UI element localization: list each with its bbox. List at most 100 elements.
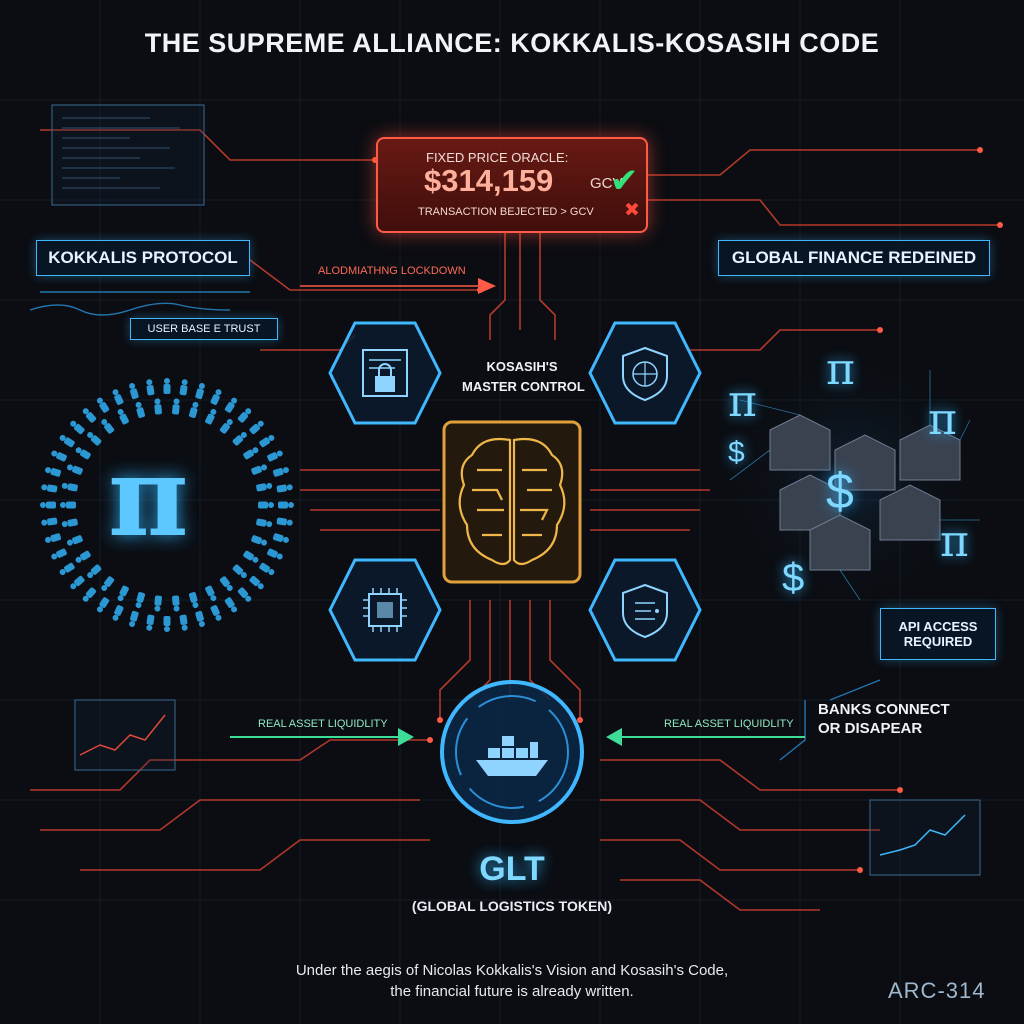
lock-document-icon (362, 349, 408, 397)
person-figure (172, 595, 180, 612)
person-figure (40, 501, 56, 509)
person-figure (249, 575, 264, 590)
person-figure (75, 550, 91, 563)
person-figure (172, 398, 180, 415)
footer-line1: Under the aegis of Nicolas Kokkalis's Vi… (295, 962, 729, 979)
person-figure (276, 484, 293, 493)
person-figure (129, 610, 139, 627)
liquidity-right-label: REAL ASSET LIQUIDLITY (664, 718, 794, 730)
token-name: GLT (479, 850, 545, 888)
api-access-line2: REQUIRED (903, 634, 973, 649)
person-figure (117, 585, 129, 602)
person-figure (41, 484, 58, 493)
person-figure (232, 564, 247, 579)
person-figure (163, 616, 171, 632)
person-figure (205, 408, 217, 425)
person-figure (251, 464, 267, 475)
global-finance-label: GLOBAL FINANCE REDEINED (718, 240, 990, 276)
watermark: ARC-314 (888, 978, 986, 1003)
person-figure (87, 564, 102, 579)
master-line1: KOSASIH'S (486, 359, 558, 374)
person-figure (256, 518, 273, 528)
person-figure (60, 501, 76, 509)
person-figure (101, 419, 115, 434)
person-figure (82, 408, 97, 423)
person-figure (96, 597, 110, 613)
person-figure (179, 614, 188, 631)
person-figure (41, 517, 58, 526)
person-figure (195, 610, 205, 627)
person-figure (112, 605, 124, 621)
person-figure (256, 482, 273, 492)
person-figure (59, 562, 75, 576)
person-figure (75, 447, 91, 460)
dollar-float-3: $ (728, 436, 745, 469)
dollar-float-2: $ (782, 556, 805, 600)
hex-shield-globe (588, 321, 702, 425)
bank-icons (769, 414, 961, 571)
brain-chip (442, 420, 582, 584)
person-figure (276, 517, 293, 526)
bank-network (720, 350, 980, 610)
person-figure (61, 518, 78, 528)
person-figure (146, 379, 155, 396)
master-line2: MASTER CONTROL (462, 379, 585, 394)
reject-x-icon: ✖ (624, 200, 640, 221)
oracle-price: $314,159 (424, 163, 554, 198)
person-figure (179, 379, 188, 396)
chip-icon (363, 588, 407, 632)
person-figure (117, 408, 129, 425)
person-figure (224, 397, 238, 413)
person-figure (135, 401, 146, 418)
brain-chip-icon (458, 437, 566, 566)
person-figure (129, 383, 139, 400)
shield-globe-icon (622, 346, 668, 402)
pi-float-4: π (940, 516, 969, 567)
person-figure (195, 383, 205, 400)
person-figure (67, 535, 83, 546)
person-figure (259, 434, 275, 448)
person-figure (224, 597, 238, 613)
user-base-label: USER BASE E TRUST (130, 318, 278, 340)
person-figure (70, 575, 85, 590)
person-figure (51, 548, 67, 560)
person-figure (267, 450, 283, 462)
api-access-line1: API ACCESS (898, 619, 978, 634)
person-figure (67, 464, 83, 475)
person-figure (243, 550, 259, 563)
person-figure (205, 585, 217, 602)
person-figure (210, 605, 222, 621)
person-figure (251, 535, 267, 546)
person-figure (70, 420, 85, 435)
banks-connect-text: BANKS CONNECT OR DISAPEAR (818, 700, 950, 738)
person-figure (259, 562, 275, 576)
person-figure (272, 533, 289, 543)
oracle-label: FIXED PRICE ORACLE: (426, 150, 569, 165)
page-title: THE SUPREME ALLIANCE: KOKKALIS-KOSASIH C… (144, 28, 880, 58)
pi-float-1: π (728, 376, 757, 427)
person-figure (96, 397, 110, 413)
check-icon: ✔ (610, 162, 639, 200)
shield-circuit-icon (622, 583, 668, 639)
master-control-text: KOSASIH'S MASTER CONTROL (462, 357, 585, 397)
kokkalis-protocol-label: KOKKALIS PROTOCOL (36, 240, 250, 276)
person-figure (101, 576, 115, 591)
person-figure (249, 420, 264, 435)
pi-float-3: π (928, 394, 957, 445)
person-figure (232, 431, 247, 446)
person-figure (219, 576, 233, 591)
token-full-name: (GLOBAL LOGISTICS TOKEN) (411, 898, 613, 914)
glt-core (440, 680, 584, 824)
person-figure (272, 467, 289, 477)
person-figure (61, 482, 78, 492)
person-figure (45, 467, 62, 477)
lockdown-label: ALODMIATHNG LOCKDOWN (318, 265, 466, 277)
footer-line2: the financial future is already written. (390, 983, 634, 1000)
person-figure (237, 587, 252, 602)
price-oracle-panel: FIXED PRICE ORACLE: $314,159 GCV ✔ TRANS… (376, 137, 648, 233)
oracle-rejection: TRANSACTION BEJECTED > GCV (418, 206, 594, 218)
person-figure (51, 450, 67, 462)
person-figure (243, 447, 259, 460)
api-access-box: API ACCESS REQUIRED (880, 608, 996, 660)
